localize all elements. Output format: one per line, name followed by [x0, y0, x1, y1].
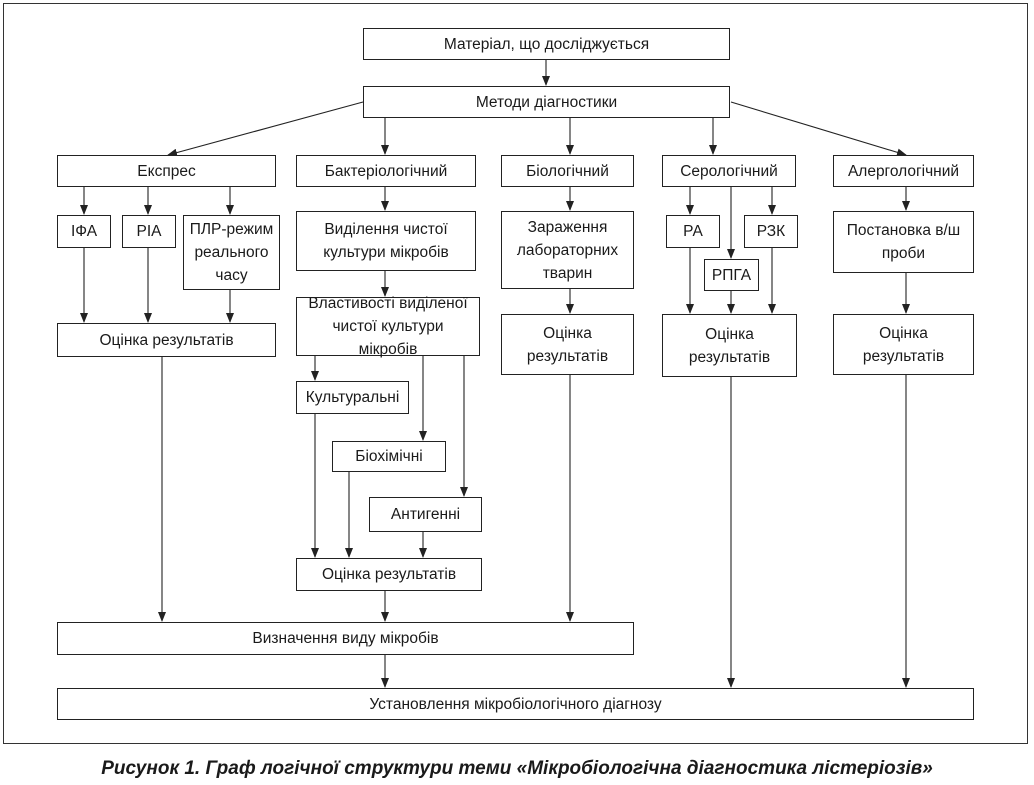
- node-isolation: Виділення чистої культури мікробів: [296, 211, 476, 271]
- node-eval-allergo-label: Оцінка результатів: [862, 324, 945, 365]
- node-antigenic-label: Антигенні: [390, 506, 461, 523]
- node-properties: Властивості виділеної чистої культури мі…: [296, 295, 480, 358]
- node-serological-label: Серологічний: [680, 162, 778, 180]
- node-express: Експрес: [57, 155, 276, 187]
- node-eval-bio-label: Оцінка результатів: [526, 324, 609, 365]
- node-species-label: Визначення виду мікробів: [252, 630, 439, 647]
- arrow-methods-express: [167, 101, 364, 157]
- node-skin-test-label: Постановка в/ш проби: [846, 222, 961, 262]
- node-ria-label: РІА: [136, 223, 162, 240]
- figure-caption: Рисунок 1. Граф логічної структури теми …: [101, 758, 933, 779]
- node-methods: Методи діагностики: [363, 86, 730, 118]
- diagram-frame: [3, 3, 1028, 744]
- node-diagnosis-label: Установлення мікробіологічного діагнозу: [369, 695, 662, 713]
- node-rzk-label: РЗК: [756, 223, 786, 240]
- node-serological: Серологічний: [662, 155, 796, 187]
- node-infection: Зараження лабораторних тварин: [501, 211, 634, 289]
- node-biological: Біологічний: [501, 155, 634, 187]
- node-infection-label: Зараження лабораторних тварин: [516, 218, 619, 282]
- node-material: Матеріал, що досліджується: [363, 28, 730, 60]
- node-biological-label: Біологічний: [526, 162, 609, 180]
- node-eval-bact-label: Оцінка результатів: [321, 566, 457, 583]
- node-bacteriological: Бактеріологічний: [296, 155, 476, 187]
- node-cultural: Культуральні: [296, 381, 409, 414]
- node-methods-label: Методи діагностики: [475, 93, 618, 111]
- node-material-label: Матеріал, що досліджується: [443, 35, 650, 53]
- node-bacteriological-label: Бактеріологічний: [324, 162, 448, 180]
- node-plr-label: ПЛР-режим реального часу: [189, 221, 274, 284]
- node-allergological: Алергологічний: [833, 155, 974, 187]
- node-ifa-label: ІФА: [70, 223, 98, 240]
- arrow-methods-allergological: [730, 101, 907, 157]
- node-eval-bio: Оцінка результатів: [501, 314, 634, 375]
- node-cultural-label: Культуральні: [305, 389, 400, 406]
- node-biochemical: Біохімічні: [332, 441, 446, 472]
- node-ra: РА: [666, 215, 720, 248]
- node-eval-allergo: Оцінка результатів: [833, 314, 974, 375]
- node-eval-bact: Оцінка результатів: [296, 558, 482, 591]
- node-antigenic: Антигенні: [369, 497, 482, 532]
- node-rzk: РЗК: [744, 215, 798, 248]
- node-biochemical-label: Біохімічні: [355, 448, 423, 465]
- node-allergological-label: Алергологічний: [847, 162, 960, 180]
- node-properties-label: Властивості виділеної чистої культури мі…: [308, 295, 468, 358]
- node-ra-label: РА: [683, 223, 703, 240]
- node-express-label: Експрес: [137, 162, 196, 180]
- node-rpga-label: РПГА: [711, 266, 752, 284]
- node-ifa: ІФА: [57, 215, 111, 248]
- node-isolation-label: Виділення чистої культури мікробів: [323, 221, 449, 261]
- node-eval-sero: Оцінка результатів: [662, 314, 797, 377]
- node-plr: ПЛР-режим реального часу: [183, 215, 280, 290]
- node-eval-sero-label: Оцінка результатів: [688, 325, 771, 366]
- node-eval-express: Оцінка результатів: [57, 323, 276, 357]
- node-ria: РІА: [122, 215, 176, 248]
- node-species: Визначення виду мікробів: [57, 622, 634, 655]
- node-skin-test: Постановка в/ш проби: [833, 211, 974, 273]
- node-rpga: РПГА: [704, 259, 759, 291]
- node-eval-express-label: Оцінка результатів: [99, 331, 234, 349]
- node-diagnosis: Установлення мікробіологічного діагнозу: [57, 688, 974, 720]
